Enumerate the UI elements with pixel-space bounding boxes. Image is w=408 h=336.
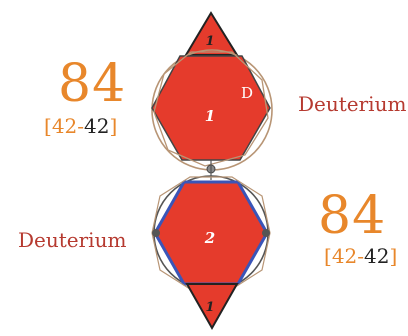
bottom-triangle-number: 1 bbox=[205, 300, 214, 315]
upper-range-open: [ bbox=[44, 114, 52, 138]
upper-range: [42-42] bbox=[44, 116, 117, 136]
lower-value: 84 bbox=[318, 190, 386, 242]
left-node bbox=[152, 229, 160, 237]
upper-vertex-letter: D bbox=[241, 84, 253, 102]
upper-range-high: 42 bbox=[84, 114, 109, 138]
top-triangle-number: 1 bbox=[205, 34, 214, 49]
lower-range-close: ] bbox=[389, 244, 397, 268]
lower-range-low: 42 bbox=[332, 244, 357, 268]
lower-element-label: Deuterium bbox=[18, 230, 126, 250]
right-node bbox=[262, 229, 270, 237]
lower-range: [42-42] bbox=[324, 246, 397, 266]
upper-range-close: ] bbox=[109, 114, 117, 138]
upper-hex-number: 1 bbox=[205, 107, 215, 125]
lower-range-open: [ bbox=[324, 244, 332, 268]
lower-hex-number: 2 bbox=[204, 229, 215, 247]
lower-range-high: 42 bbox=[364, 244, 389, 268]
upper-value: 84 bbox=[58, 58, 126, 110]
upper-range-low: 42 bbox=[52, 114, 77, 138]
upper-element-label: Deuterium bbox=[298, 94, 406, 114]
